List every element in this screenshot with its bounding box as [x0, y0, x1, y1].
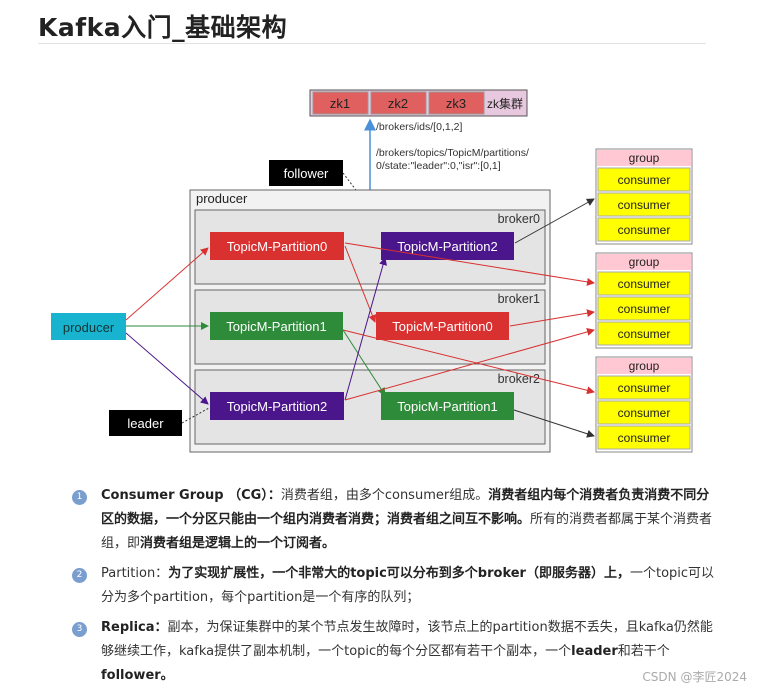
partition-b1-follower-label: TopicM-Partition0: [392, 319, 492, 334]
partition-b0-follower-label: TopicM-Partition2: [397, 239, 497, 254]
partition-b2-follower-label: TopicM-Partition1: [397, 399, 497, 414]
follower-tag: [269, 160, 343, 186]
kafka-cluster-label: producer: [196, 191, 248, 206]
partition-b2-follower: [381, 392, 514, 420]
group2-consumer3: consumer: [618, 327, 671, 341]
group3-consumer2: consumer: [618, 406, 671, 420]
consumer-group-3: group consumer consumer consumer: [595, 356, 693, 453]
note-number-badge: 1: [72, 490, 87, 505]
partition-b0-leader-label: TopicM-Partition0: [227, 239, 327, 254]
zk2-node: [370, 91, 427, 115]
zk1-node: [312, 91, 369, 115]
zk1-label: zk1: [330, 96, 350, 111]
title-divider: [38, 43, 706, 44]
note-text-run: 和若干个: [617, 644, 670, 659]
group3-label: group: [629, 359, 660, 373]
broker2-label: broker2: [498, 372, 540, 386]
p0-replica-arrow: [344, 245, 377, 323]
note-text-run: 消费者组，由多个consumer组成。: [280, 488, 489, 503]
note-text-run: 副本，为保证集群中的某个节点发生故障时，该节点上的partition数据不丢失，…: [101, 620, 713, 659]
broker0-label: broker0: [498, 212, 540, 226]
note-text-run: 为了实现扩展性，一个非常大的topic可以分布到多个broker（即服务器）上，: [168, 566, 630, 581]
consumer-group-2: group consumer consumer consumer: [595, 252, 693, 349]
p1-replica-arrow: [342, 329, 386, 396]
zk-path-ids: /brokers/ids/[0,1,2]: [376, 121, 462, 133]
partition-b0-follower: [381, 232, 514, 260]
broker1-label: broker1: [498, 292, 540, 306]
note-item: 1 Consumer Group （CG）：消费者组，由多个consumer组成…: [70, 484, 720, 556]
group1-consumer3: consumer: [618, 223, 671, 237]
partition-b0-leader: [210, 232, 344, 260]
note-number-badge: 2: [72, 568, 87, 583]
note-item: 2 Partition：为了实现扩展性，一个非常大的topic可以分布到多个br…: [70, 562, 720, 610]
note-text-run: 消费者组内每个消费者负责消费不同分区的数据，一个分区只能由一个组内消费者消费；消…: [101, 488, 710, 527]
group2-consumer1: consumer: [618, 277, 671, 291]
consumer-group-1: group consumer consumer consumer: [595, 148, 693, 245]
zk-cluster: zk1 zk2 zk3 zk集群: [309, 89, 528, 117]
note-text-run: follower。: [101, 668, 174, 683]
zk3-label: zk3: [446, 96, 466, 111]
follower-tag-label: follower: [284, 166, 329, 181]
page-title: Kafka入门_基础架构: [38, 13, 288, 42]
note-text-run: Replica：: [101, 620, 168, 635]
note-text-run: 所有的消费者都属于某个消费者组，即: [101, 512, 713, 551]
note-text-run: leader: [571, 644, 618, 659]
producer-node: [51, 313, 126, 340]
p1-to-group3-arrow: [342, 329, 595, 395]
kafka-architecture-diagram: zk1 zk2 zk3 zk集群 /brokers/ids/[0,1,2] /b…: [51, 89, 693, 453]
zk-cluster-label: zk集群: [487, 96, 523, 111]
producer-to-p2-arrow: [125, 332, 209, 405]
leader-tag: [109, 410, 182, 436]
note-text: Consumer Group （CG）：消费者组，由多个consumer组成。消…: [101, 488, 712, 551]
zk-path-partition-line1: /brokers/topics/TopicM/partitions/: [376, 147, 529, 159]
partition-b2-leader: [210, 392, 344, 420]
p2-follower-to-group1-arrow: [514, 198, 595, 244]
note-item: 3 Replica：副本，为保证集群中的某个节点发生故障时，该节点上的parti…: [70, 616, 720, 688]
note-text-run: 一个topic可以分为多个partition，每个partition是一个有序的…: [101, 566, 715, 605]
note-text: Replica：副本，为保证集群中的某个节点发生故障时，该节点上的partiti…: [101, 620, 713, 683]
note-number-badge: 3: [72, 622, 87, 637]
notes-list: 1 Consumer Group （CG）：消费者组，由多个consumer组成…: [70, 484, 720, 694]
partition-b2-leader-label: TopicM-Partition2: [227, 399, 327, 414]
note-text-run: Consumer Group （CG）：: [101, 488, 281, 503]
p2-to-group2-arrow: [344, 328, 595, 401]
group1-consumer1: consumer: [618, 173, 671, 187]
group3-consumer1: consumer: [618, 381, 671, 395]
leader-pointer: [181, 407, 210, 424]
zk3-node: [428, 91, 485, 115]
note-text-run: Partition：: [101, 566, 169, 581]
group2-consumer2: consumer: [618, 302, 671, 316]
group3-consumer3: consumer: [618, 431, 671, 445]
producer-to-p0-arrow: [125, 247, 209, 321]
p0-to-group2-arrow: [344, 242, 595, 286]
p2-replica-arrow: [344, 257, 387, 401]
zk-path-partition-line2: 0/state:"leader":0,"isr":[0,1]: [376, 160, 501, 172]
leader-tag-label: leader: [127, 416, 164, 431]
zk2-label: zk2: [388, 96, 408, 111]
producer-node-label: producer: [63, 320, 115, 335]
partition-b1-leader-label: TopicM-Partition1: [226, 319, 326, 334]
note-text-run: 消费者组是逻辑上的一个订阅者。: [140, 536, 336, 551]
p1-follower-to-group3-arrow: [513, 409, 595, 438]
note-text: Partition：为了实现扩展性，一个非常大的topic可以分布到多个brok…: [101, 566, 714, 605]
partition-b1-leader: [210, 312, 343, 340]
group1-label: group: [629, 151, 660, 165]
p0-follower-to-group2-arrow: [509, 309, 595, 327]
partition-b1-follower: [376, 312, 509, 340]
group1-consumer2: consumer: [618, 198, 671, 212]
group2-label: group: [629, 255, 660, 269]
watermark: CSDN @李匠2024: [642, 670, 747, 684]
